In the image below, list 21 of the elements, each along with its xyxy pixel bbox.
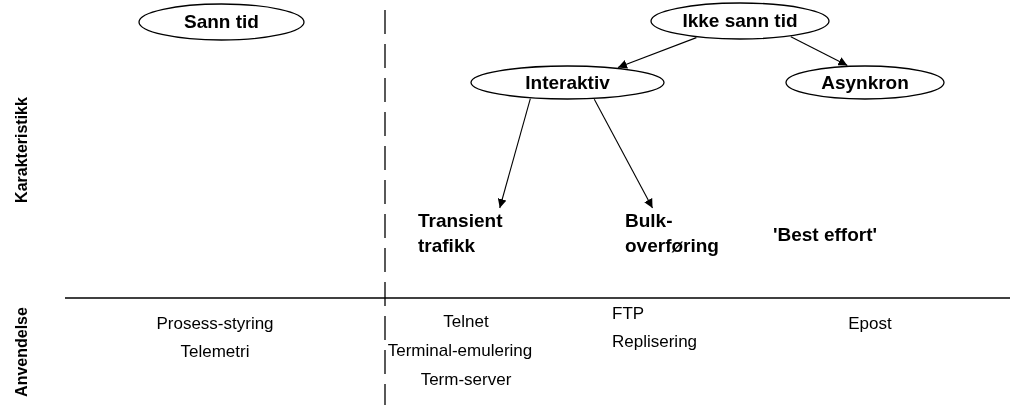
ellipse-node: Ikke sann tid: [650, 2, 830, 40]
example-text: Telnet: [443, 312, 489, 332]
example-text: Prosess-styring: [156, 314, 274, 334]
category-text: 'Best effort': [773, 224, 878, 246]
arrow: [617, 37, 697, 69]
axis-title: Anvendelse: [13, 307, 31, 397]
arrow: [790, 36, 848, 66]
arrow: [593, 98, 654, 209]
example-text: FTP: [612, 304, 645, 324]
category-text: Bulk- overføring: [625, 208, 750, 264]
example-text: Epost: [848, 314, 892, 334]
axis-title: Karakteristikk: [13, 97, 31, 203]
example-text: Replisering: [612, 332, 698, 352]
example-text: Terminal-emulering: [387, 341, 533, 361]
ellipse-node: Sann tid: [138, 3, 305, 41]
example-text: Telemetri: [180, 342, 250, 362]
ellipse-node: Asynkron: [785, 65, 945, 100]
category-text: Transient trafikk: [418, 208, 518, 264]
example-text: Term-server: [420, 370, 512, 390]
arrow: [497, 98, 531, 209]
ellipse-node: Interaktiv: [470, 65, 665, 100]
